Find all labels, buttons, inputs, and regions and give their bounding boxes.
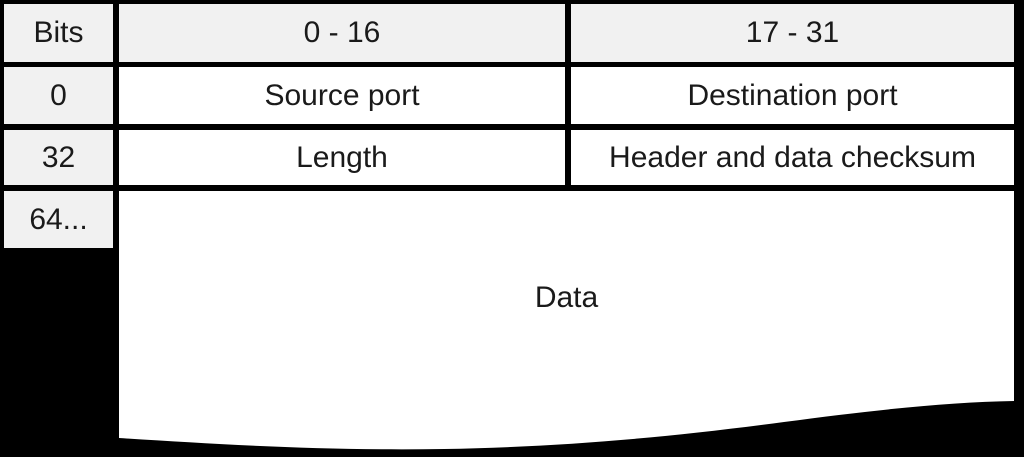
data-cell-wave-shape [119,191,1014,450]
row-label-32-text: 32 [41,140,76,174]
header-bits-label: Bits [33,16,84,49]
field-length-label: Length [296,140,388,174]
field-data: Data [119,191,1014,457]
field-destination-port-label: Destination port [687,78,898,112]
header-cell-bit-range-0-16: 0 - 16 [119,4,565,62]
field-destination-port: Destination port [571,67,1014,124]
field-length: Length [119,130,565,185]
header-bit-range-17-31-label: 17 - 31 [745,16,840,49]
header-cell-bit-range-17-31: 17 - 31 [571,4,1014,62]
row-label-0: 0 [4,67,113,124]
row-label-0-text: 0 [50,78,67,112]
field-header-and-data-checksum: Header and data checksum [571,130,1014,185]
row-label-64-text: 64... [29,202,88,236]
field-source-port: Source port [119,67,565,124]
field-source-port-label: Source port [264,78,420,112]
header-bit-range-0-16-label: 0 - 16 [303,16,381,49]
header-cell-bits: Bits [4,4,113,62]
row-label-32: 32 [4,130,113,185]
row-label-64: 64... [4,191,113,248]
field-header-and-data-checksum-label: Header and data checksum [609,140,976,174]
field-data-label: Data [534,281,599,314]
